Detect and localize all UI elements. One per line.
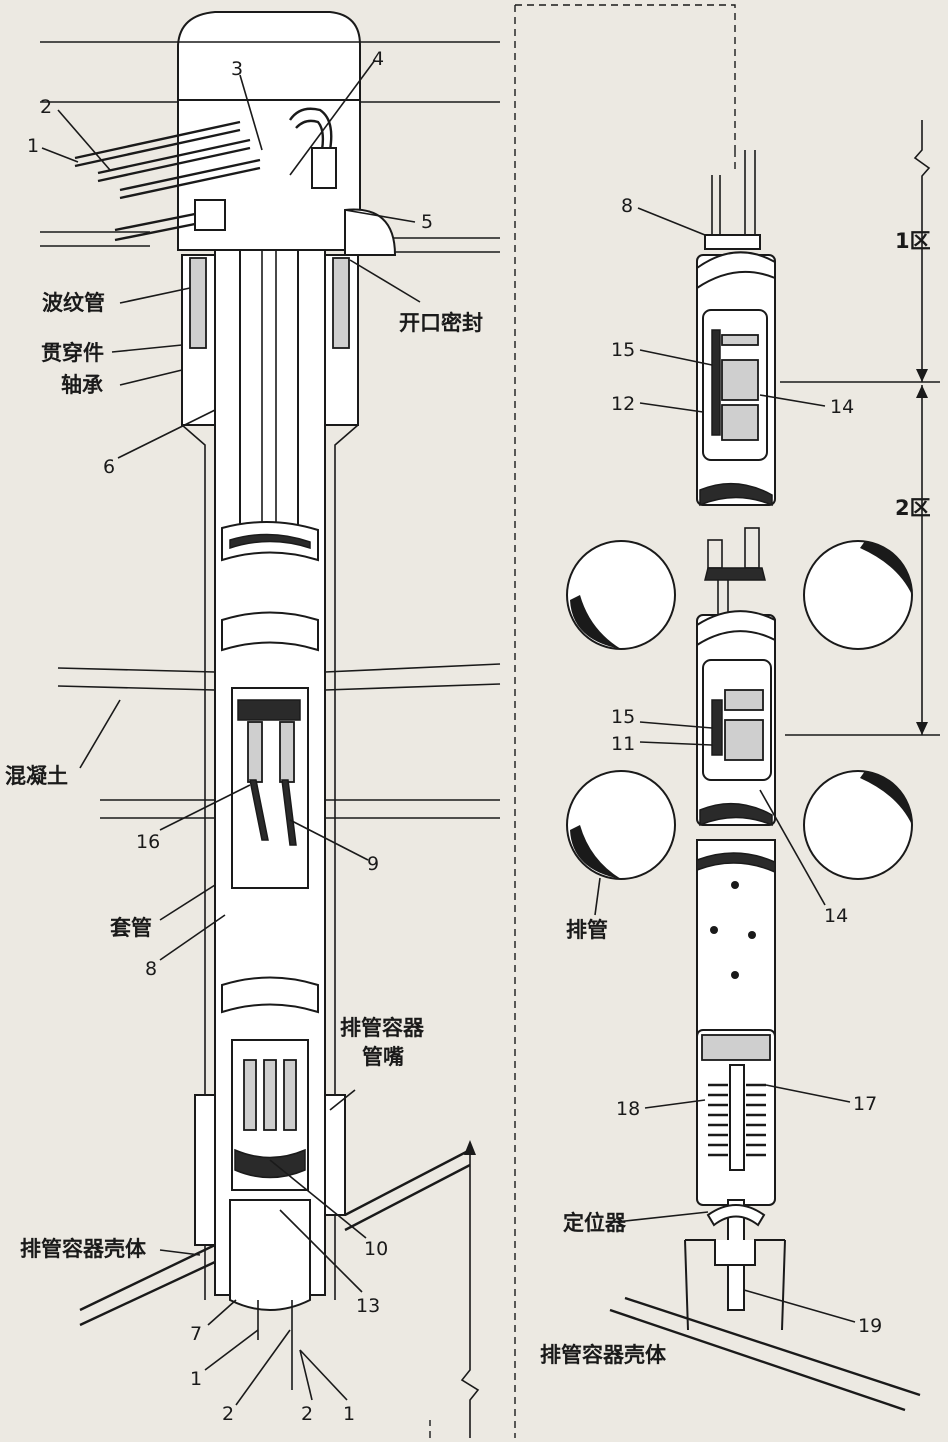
concrete-wall <box>324 683 501 691</box>
callout-15-lower: 15 <box>611 706 635 728</box>
label-locator: 定位器 <box>563 1211 627 1235</box>
calandria-tubes <box>566 540 913 880</box>
dashed-divider <box>514 4 736 1438</box>
break-mark <box>460 1145 480 1438</box>
callout-18: 18 <box>616 1098 640 1120</box>
callout-16: 16 <box>136 831 160 853</box>
perforated-tube <box>696 839 776 1036</box>
callout-9: 9 <box>367 853 379 875</box>
zone-2-label: 2区 <box>895 496 931 520</box>
callout-4: 4 <box>372 48 384 70</box>
callout-1: 1 <box>27 135 39 157</box>
label-bearing: 轴承 <box>61 373 103 397</box>
callout-13: 13 <box>356 1295 380 1317</box>
left-leaders <box>41 59 421 1406</box>
vessel-shell-line <box>79 1243 216 1312</box>
zone-markers <box>780 120 940 736</box>
label-open-seal: 开口密封 <box>399 311 483 335</box>
arrow-head <box>464 1140 476 1155</box>
callout-10: 10 <box>364 1238 388 1260</box>
right-leaders <box>594 207 856 1323</box>
callout-11: 11 <box>611 733 635 755</box>
label-sleeve: 套管 <box>110 916 152 940</box>
bellows <box>189 257 207 349</box>
concrete-wall <box>324 663 501 673</box>
callout-19: 19 <box>858 1315 882 1337</box>
concrete-wall <box>57 685 216 691</box>
callout-1-bottom-right: 1 <box>343 1403 355 1425</box>
callout-15-upper: 15 <box>611 339 635 361</box>
vessel-shell-line <box>79 1260 216 1327</box>
label-vessel-shell-left: 排管容器壳体 <box>20 1237 147 1261</box>
open-seal-cap <box>344 208 397 256</box>
bottom-end <box>229 1199 311 1311</box>
vessel-shell-line <box>344 1163 471 1232</box>
callout-6: 6 <box>103 456 115 478</box>
label-nozzle-line1: 排管容器 <box>340 1016 425 1040</box>
callout-8-left: 8 <box>145 958 157 980</box>
locator-base <box>684 1239 786 1331</box>
zone-1-label: 1区 <box>895 229 931 253</box>
callout-12: 12 <box>611 393 635 415</box>
label-bellows: 波纹管 <box>42 291 105 315</box>
callout-7: 7 <box>190 1323 202 1345</box>
feed-pipes <box>74 107 337 242</box>
callout-1-bottom: 1 <box>190 1368 202 1390</box>
spring <box>708 1083 766 1157</box>
concrete-wall <box>57 667 216 673</box>
callout-17: 17 <box>853 1093 877 1115</box>
locator <box>706 1204 766 1227</box>
callout-5: 5 <box>421 211 433 233</box>
label-calandria-tube: 排管 <box>566 918 608 942</box>
right-assembly <box>609 150 921 1412</box>
vessel-nozzle <box>194 1094 216 1246</box>
inner-shaft <box>239 249 299 531</box>
vessel-shell-line <box>624 1296 921 1397</box>
callout-2: 2 <box>40 96 52 118</box>
callout-2-bottom: 2 <box>222 1403 234 1425</box>
label-penetration: 贯穿件 <box>41 341 104 365</box>
label-vessel-shell-right: 排管容器壳体 <box>540 1343 667 1367</box>
vessel-nozzle <box>324 1094 346 1216</box>
top-dome <box>177 11 361 101</box>
label-concrete: 混凝土 <box>5 764 68 788</box>
callout-14-lower: 14 <box>824 905 848 927</box>
bellows <box>332 257 350 349</box>
vessel-shell-line <box>344 1148 471 1217</box>
callout-8-right: 8 <box>621 195 633 217</box>
vessel-shell-line <box>609 1308 906 1412</box>
left-assembly <box>40 11 501 1438</box>
callout-3: 3 <box>231 58 243 80</box>
label-nozzle-line2: 管嘴 <box>362 1045 404 1069</box>
callout-2-bottom-right: 2 <box>301 1403 313 1425</box>
callout-14-upper: 14 <box>830 396 854 418</box>
